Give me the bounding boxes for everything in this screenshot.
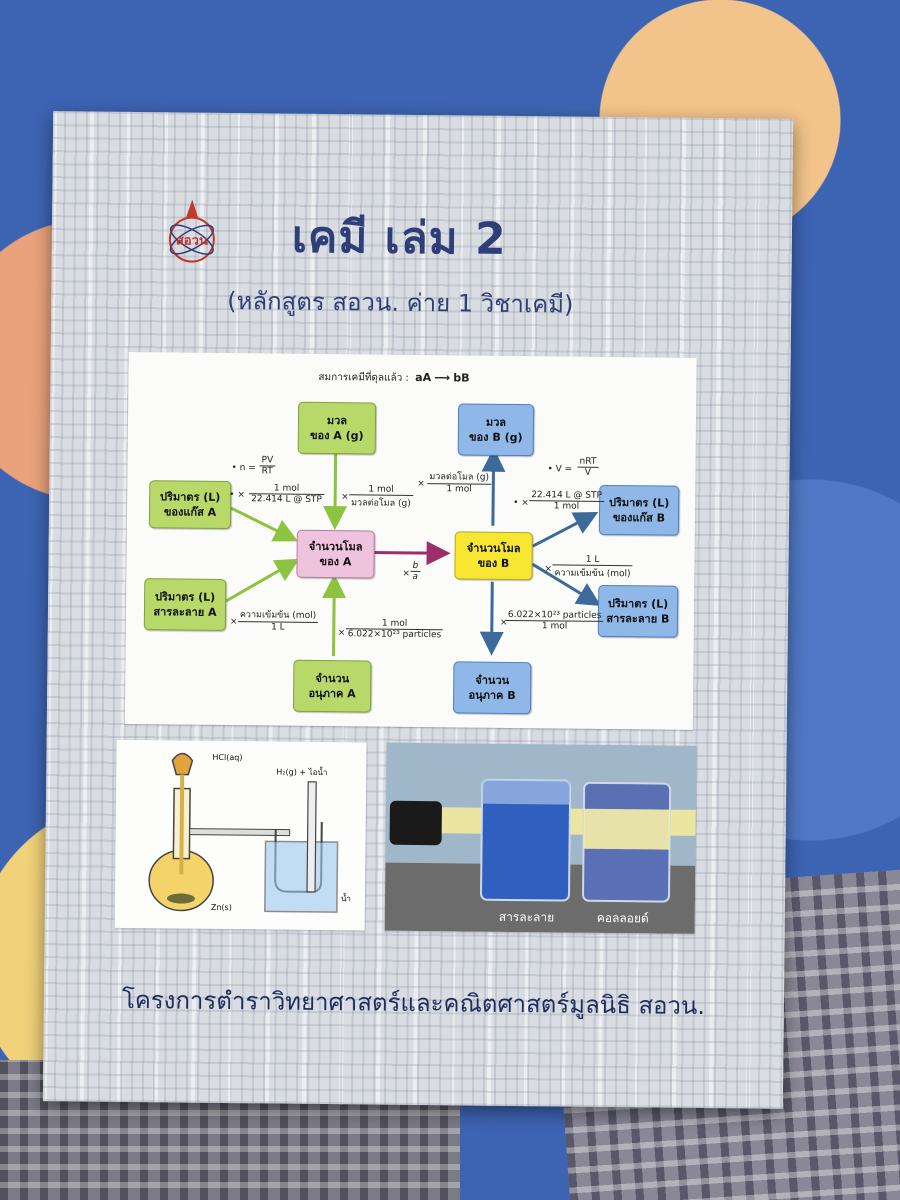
frac-gas-b: 22.414 L @ STP 1 mol (529, 490, 604, 512)
label-mass-a-times: × (341, 492, 349, 503)
book-cover: สอวน เคมี เล่ม 2 (หลักสูตร สอวน. ค่าย 1 … (42, 111, 794, 1109)
arrow-part-b (479, 581, 504, 656)
label-n-eq: • n = (231, 463, 256, 474)
arrow-ratio (374, 541, 451, 566)
flask-apparatus-drawing (148, 752, 339, 913)
label-gas-a-times: • × (229, 490, 245, 501)
arrow-part-a (322, 574, 347, 657)
label-colloid: คอลลอยด์ (596, 910, 649, 926)
label-sol-b-times: × (544, 564, 553, 575)
beakers-drawing (384, 778, 696, 934)
arrow-mass-b (481, 447, 506, 526)
box-mol-a: จำนวนโมล ของ A (296, 529, 375, 579)
label-part-a-times: × (337, 628, 346, 639)
frac-n-eq: PV RT (259, 455, 276, 476)
box-particles-a: จำนวน อนุภาค A (292, 659, 372, 713)
frac-part-b: 6.022×10²³ particles 1 mol (505, 609, 604, 632)
frac-part-a: 1 mol 6.022×10²³ particles (345, 618, 444, 640)
label-water: น้ำ (340, 894, 351, 904)
frac-sol-b: 1 L ความเข้มข้น (mol) (552, 554, 633, 580)
box-particles-b: จำนวน อนุภาค B (452, 661, 532, 715)
box-sol-a: ปริมาตร (L) สารละลาย A (143, 578, 227, 631)
equation-arrow: ⟶ (434, 371, 451, 385)
label-ratio-times: × (402, 568, 410, 579)
equation-label: สมการเคมีที่ดุลแล้ว : (318, 371, 409, 384)
posn-logo: สอวน (164, 197, 221, 268)
box-gas-b: ปริมาตร (L) ของแก๊ส B (598, 484, 680, 536)
label-solution: สารละลาย (498, 909, 555, 925)
tyndall-photo: สารละลาย คอลลอยด์ (384, 742, 697, 934)
balanced-equation: สมการเคมีที่ดุลแล้ว : aA ⟶ bB (318, 370, 469, 387)
box-mass-a: มวล ของ A (g) (297, 401, 377, 455)
label-v-eq: • V = (547, 464, 573, 475)
box-mass-b: มวล ของ B (g) (457, 403, 535, 457)
frac-ratio: b a (410, 560, 421, 582)
arrow-gas-a (230, 506, 299, 542)
mole-conversion-diagram: สมการเคมีที่ดุลแล้ว : aA ⟶ bB มวล ของ A … (124, 351, 697, 730)
frac-gas-a: 1 mol 22.414 L @ STP (249, 483, 325, 505)
book-title: เคมี เล่ม 2 (291, 211, 507, 265)
equation-rhs: bB (453, 371, 470, 385)
frac-sol-a: ความเข้มข้น (mol) 1 L (237, 607, 319, 633)
label-h2: H₂(g) + ไอน้ำ (276, 767, 328, 778)
book-subtitle: (หลักสูตร สอวน. ค่าย 1 วิชาเคมี) (227, 286, 574, 319)
frac-mass-a: 1 mol มวลต่อโมล (g) (349, 484, 413, 510)
frac-v-eq: nRT V (577, 456, 599, 478)
arrow-sol-b (531, 562, 602, 606)
arrow-sol-a (225, 558, 300, 603)
frac-mass-b: มวลต่อโมล (g) 1 mol (427, 469, 492, 495)
publisher-name: โครงการตำราวิทยาศาสตร์และคณิตศาสตร์มูลนิ… (121, 985, 706, 1021)
label-sol-a-times: × (229, 617, 238, 628)
arrow-mass-a (323, 450, 348, 531)
label-hcl: HCl(aq) (212, 752, 243, 763)
equation-lhs: aA (415, 370, 432, 385)
box-mol-b: จำนวนโมล ของ B (454, 531, 533, 581)
arrow-gas-b (531, 512, 599, 548)
label-gas-b-times: • × (513, 497, 529, 509)
label-mass-b-times: × (417, 478, 425, 490)
apparatus-illustration: HCl(aq) H₂(g) + ไอน้ำ น้ำ Zn(s) (114, 739, 367, 931)
label-zn: Zn(s) (210, 902, 232, 913)
box-sol-b: ปริมาตร (L) สารละลาย B (597, 584, 679, 638)
diagram-arrows (225, 447, 602, 657)
box-gas-a: ปริมาตร (L) ของแก๊ส A (148, 480, 232, 530)
logo-text: สอวน (176, 233, 208, 248)
